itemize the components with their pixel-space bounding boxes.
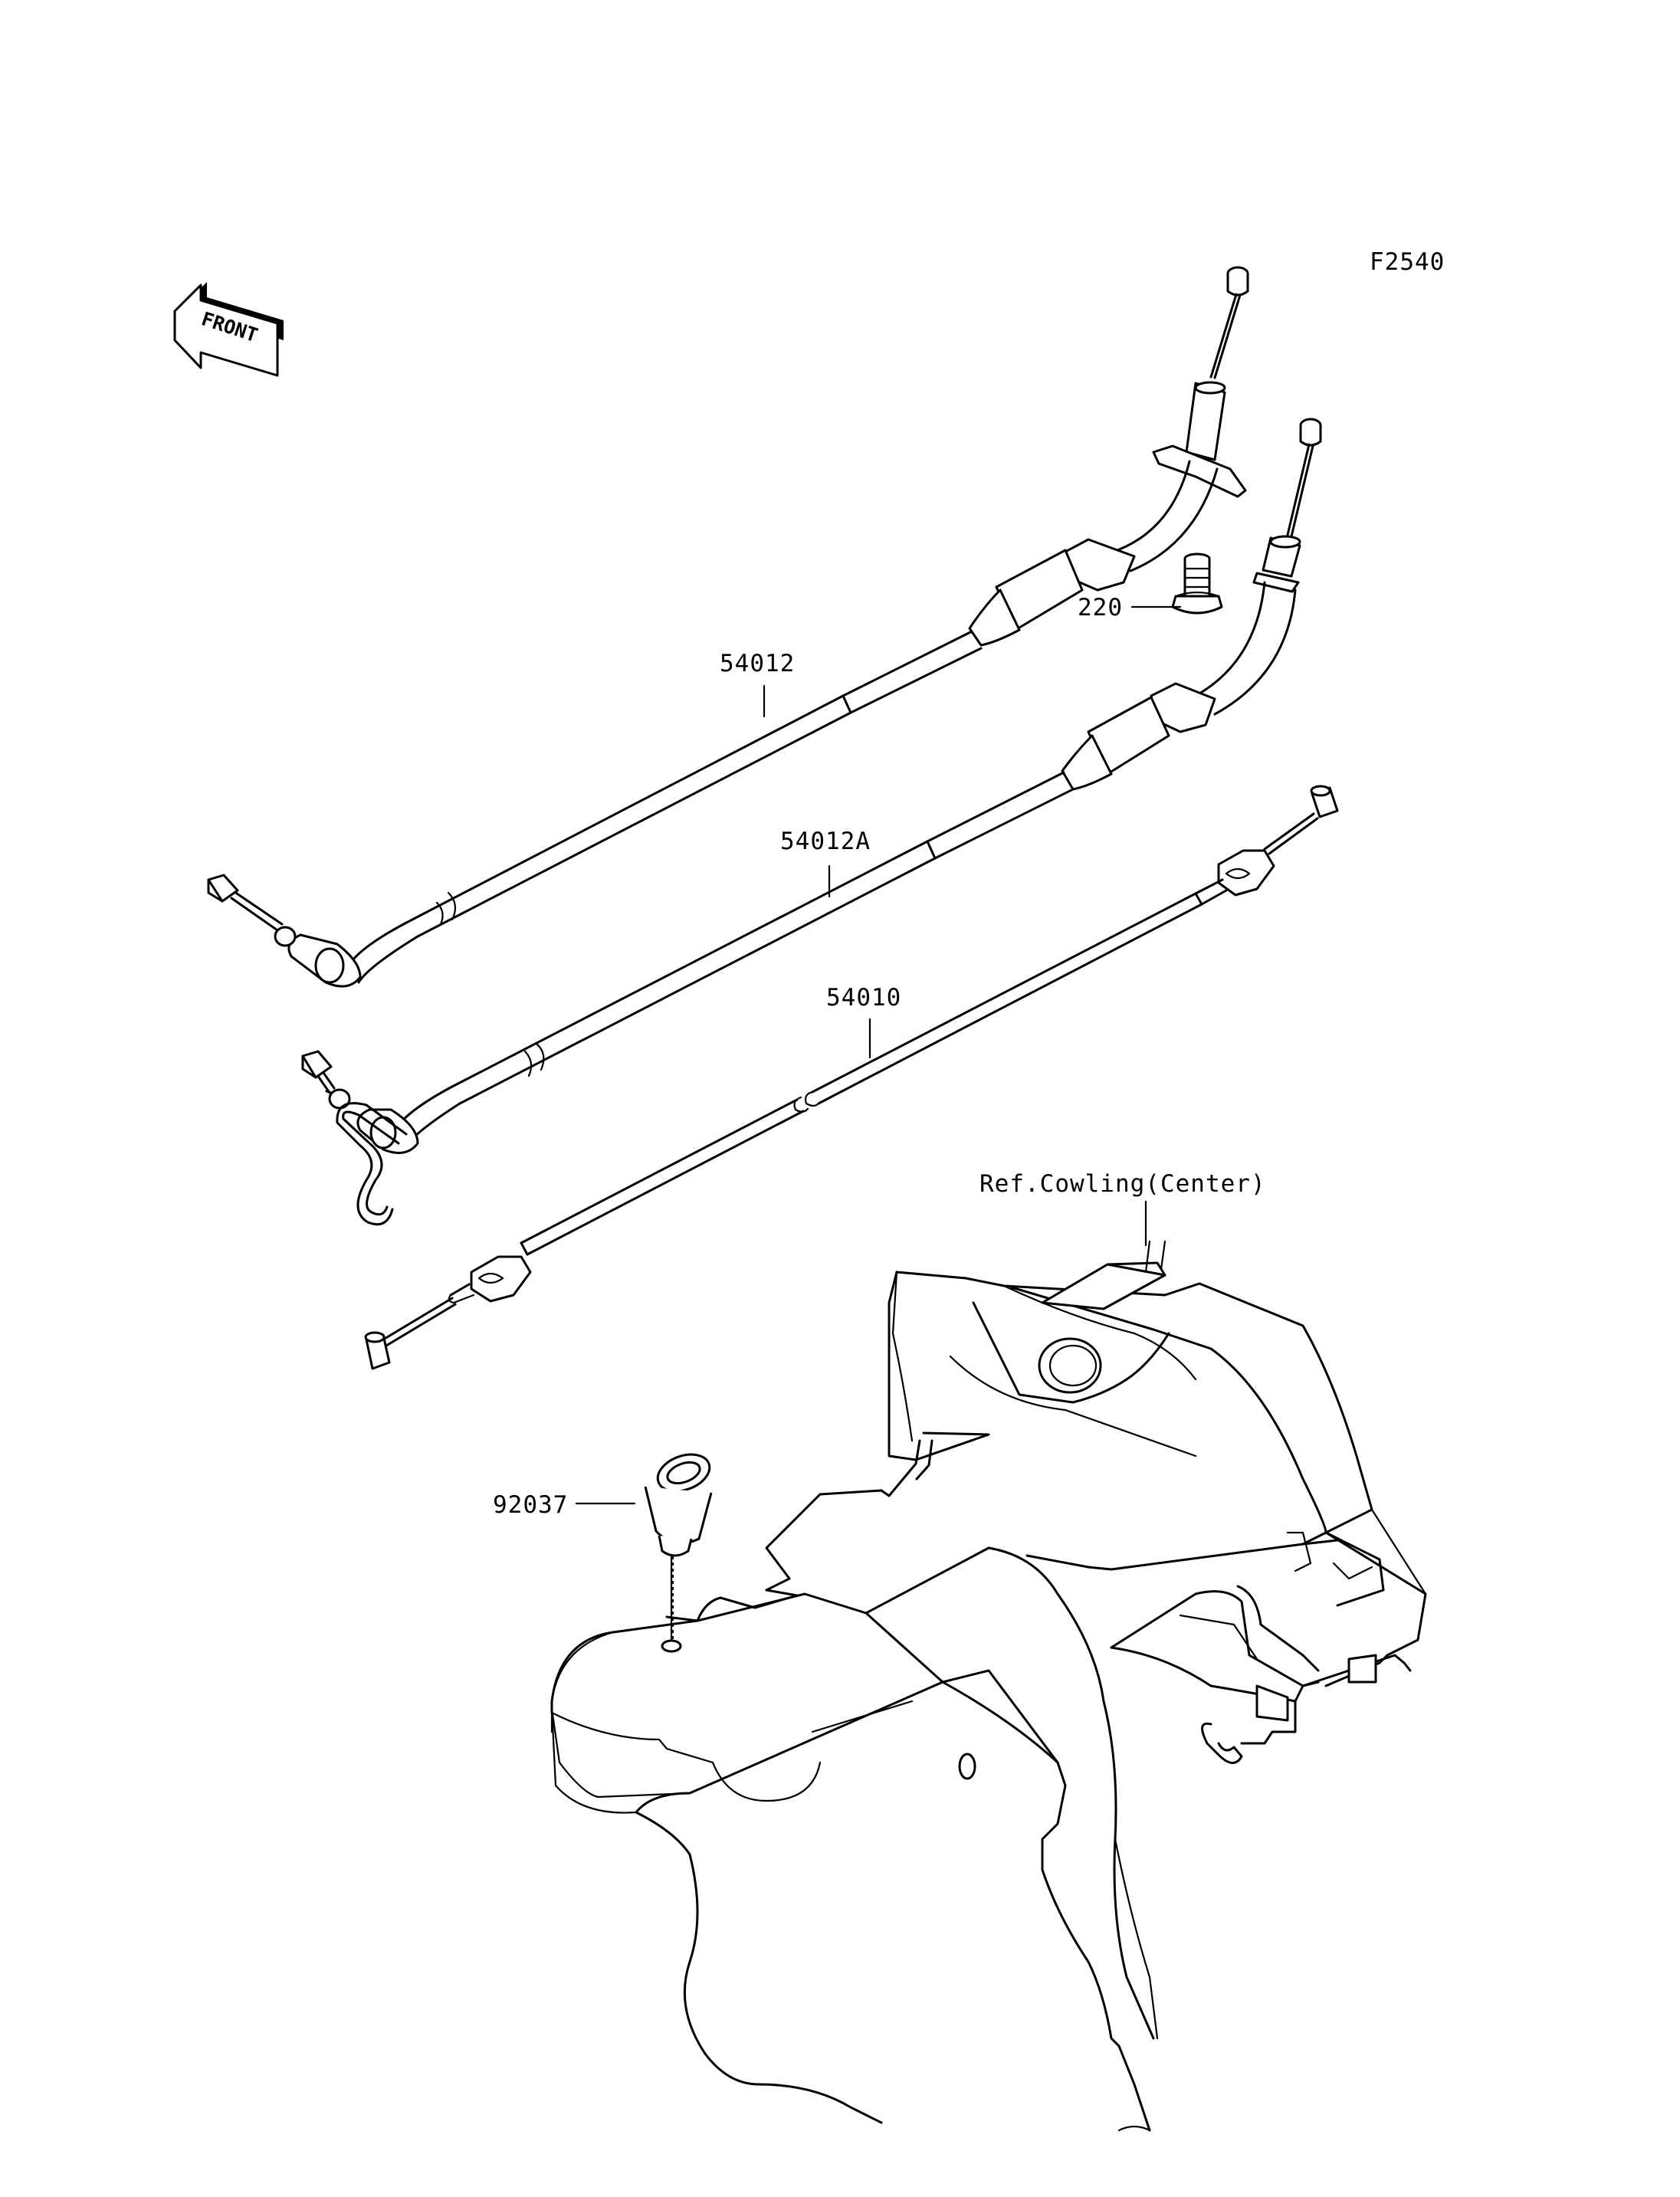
front-arrow-icon: FRONT — [173, 282, 284, 377]
cable-54010-drawing — [364, 785, 1339, 1370]
cable-54012-drawing — [207, 266, 1249, 988]
leader-lines — [575, 605, 1182, 1505]
part-label-220: 220 — [1078, 594, 1123, 621]
figure-code: F2540 — [1370, 248, 1445, 276]
part-label-54012: 54012 — [720, 650, 795, 677]
part-label-54012a: 54012A — [780, 828, 871, 855]
grommet-92037-drawing — [644, 1453, 713, 1653]
cable-54012a-drawing — [301, 418, 1322, 1226]
reference-label-cowling: Ref.Cowling(Center) — [979, 1170, 1266, 1198]
part-label-54010: 54010 — [826, 984, 901, 1012]
part-label-92037: 92037 — [493, 1491, 568, 1519]
bolt-220-drawing — [1171, 553, 1223, 615]
cowling-center-drawing — [550, 1240, 1427, 2132]
